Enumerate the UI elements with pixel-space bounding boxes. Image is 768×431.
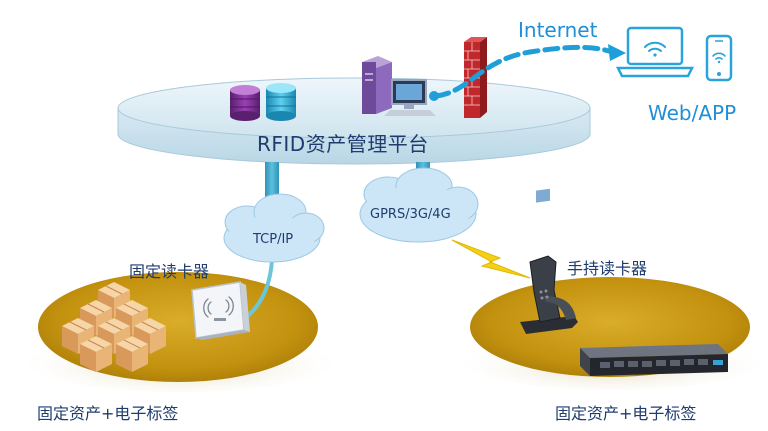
client-label: Web/APP <box>648 101 737 125</box>
box-icon <box>80 336 112 372</box>
database-icon <box>266 83 296 121</box>
internet-label: Internet <box>518 18 598 42</box>
rack-server-icon <box>580 344 728 376</box>
laptop-icon <box>615 26 695 78</box>
fixed-reader-label: 固定读卡器 <box>129 262 210 281</box>
database-icon <box>230 85 260 121</box>
workstation-icon <box>384 79 436 116</box>
lightning-icon <box>451 239 531 279</box>
smartphone-icon <box>705 34 733 82</box>
server-tower-icon <box>362 56 392 114</box>
handheld-reader-label: 手持读卡器 <box>567 259 648 278</box>
wifi-icon <box>644 41 666 57</box>
rfid-reader-icon <box>191 281 250 340</box>
asset-left-label: 固定资产+电子标签 <box>37 404 179 423</box>
arrow-head-icon <box>608 44 626 61</box>
box-icon <box>116 336 148 372</box>
tcp-ip-label: TCP/IP <box>253 232 294 247</box>
asset-boxes <box>62 282 166 372</box>
internet-link <box>433 44 615 99</box>
asset-right-label: 固定资产+电子标签 <box>555 404 697 423</box>
platform-title: RFID资产管理平台 <box>257 132 429 156</box>
handheld-reader-icon <box>520 188 578 334</box>
gprs-label: GPRS/3G/4G <box>370 207 451 222</box>
wifi-icon <box>712 52 726 64</box>
